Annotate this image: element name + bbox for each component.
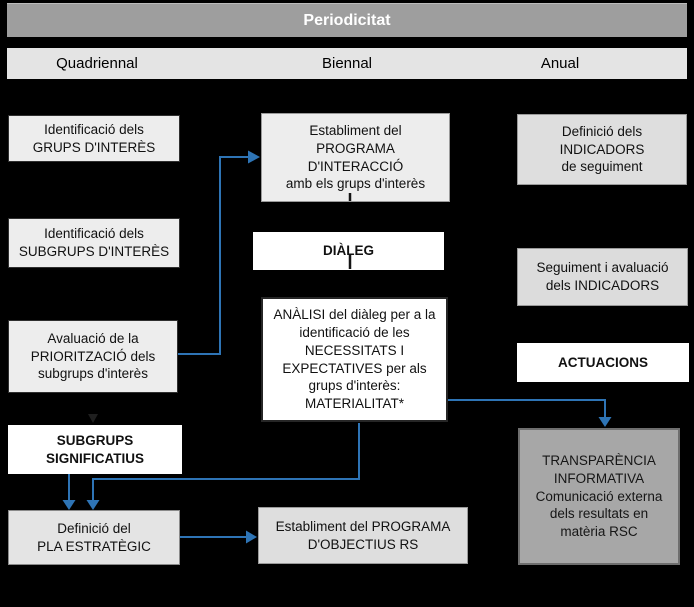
arrowhead-right-objectius xyxy=(246,530,257,544)
node-avaluacio-prioritzacio: Avaluació de la PRIORITZACIÓ dels subgru… xyxy=(8,320,178,393)
page-title: Periodicitat xyxy=(303,11,391,29)
period-columns-bar: Quadriennal Biennal Anual xyxy=(7,48,687,79)
node-subgrups-significatius: SUBGRUPS SIGNIFICATIUS xyxy=(8,425,182,474)
arrowhead-down-pla-1 xyxy=(86,500,100,510)
node-seguiment-indicadors: Seguiment i avaluació dels INDICADORS xyxy=(517,248,688,306)
arrowhead-down-transparencia xyxy=(598,417,612,427)
column-label-anual: Anual xyxy=(540,55,580,72)
arrowhead-right-interaccio xyxy=(248,150,260,164)
node-identificacio-grups: Identificació dels GRUPS D'INTERÈS xyxy=(8,115,180,162)
node-identificacio-subgrups: Identificació dels SUBGRUPS D'INTERÈS xyxy=(8,218,180,268)
arrowhead-down-pla-2 xyxy=(62,500,76,510)
node-pla-estrategic: Definició del PLA ESTRATÈGIC xyxy=(8,510,180,565)
arrowhead-faint-subgrups-top xyxy=(88,414,98,423)
column-label-biennal: Biennal xyxy=(321,55,373,72)
node-definicio-indicadors: Definició dels INDICADORS de seguiment xyxy=(517,114,687,185)
arrow-analisi-to-transparencia xyxy=(448,399,606,418)
node-analisi-materialitat: ANÀLISI del diàleg per a la identificaci… xyxy=(261,297,448,422)
periodicity-header-bar: Periodicitat xyxy=(7,3,687,37)
arrow-avaluacio-to-interaccio xyxy=(178,156,248,355)
node-dialeg: DIÀLEG xyxy=(253,232,444,270)
node-actuacions: ACTUACIONS xyxy=(517,343,689,382)
node-programa-interaccio: Establiment del PROGRAMA D'INTERACCIÓ am… xyxy=(261,113,450,202)
column-label-quadriennal: Quadriennal xyxy=(56,55,138,72)
node-programa-objectius: Establiment del PROGRAMA D'OBJECTIUS RS xyxy=(258,507,468,564)
node-transparencia-informativa: TRANSPARÈNCIA INFORMATIVA Comunicació ex… xyxy=(518,428,680,565)
